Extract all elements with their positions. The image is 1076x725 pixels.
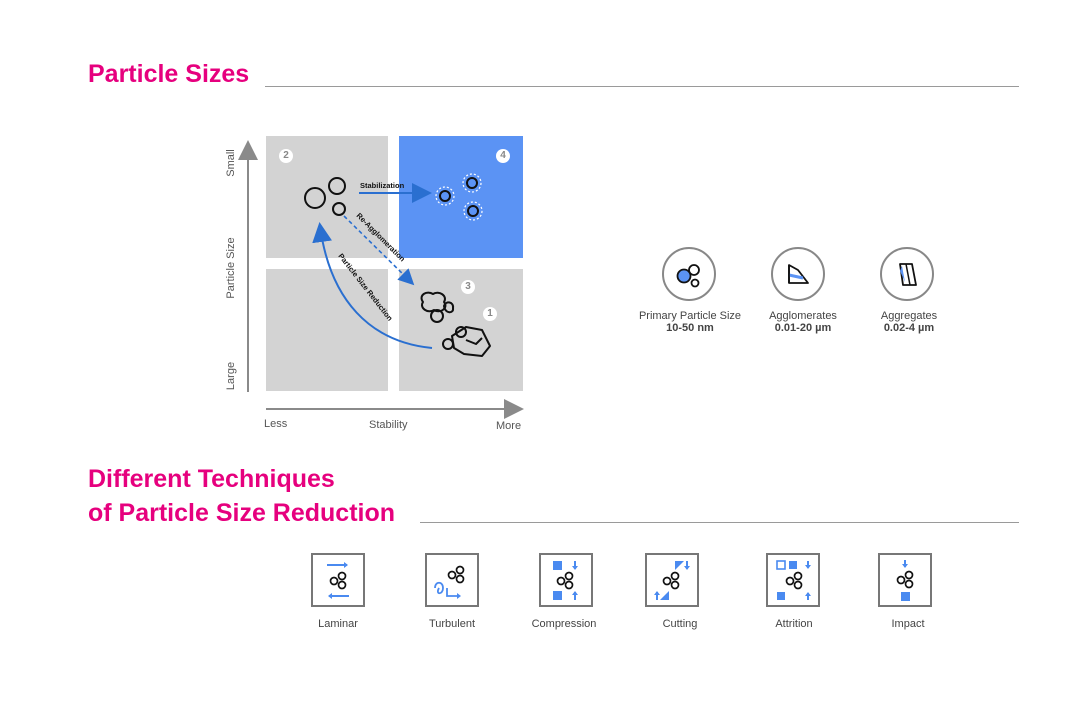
re-agglomeration-label: Re-Agglomeration: [355, 211, 408, 264]
particle-diagram-drawing: Stabilization Re-Agglomeration Particle …: [238, 140, 524, 419]
section-title-particle-sizes: Particle Sizes: [88, 60, 250, 88]
attrition-icon: [766, 553, 820, 607]
y-axis-label-bottom: Large: [225, 361, 237, 391]
particle-medium: [328, 177, 346, 195]
technique-label-compression: Compression: [531, 618, 597, 630]
agglomerate-icon: [771, 247, 825, 301]
technique-label-cutting: Cutting: [662, 618, 698, 630]
quadrant-bottom-left: [266, 269, 388, 391]
aggregates-size: 0.02-4 µm: [883, 322, 935, 334]
technique-label-impact: Impact: [891, 618, 925, 630]
compression-icon: [539, 553, 593, 607]
re-agglomerated-clusters: [420, 291, 455, 323]
aggregates-caption: Aggregates 0.02-4 µm: [862, 310, 956, 334]
aggregate-icon: [880, 247, 934, 301]
quadrant-number-2: 2: [279, 149, 293, 163]
x-axis-label: Stability: [369, 419, 408, 431]
primary-particle-name: Primary Particle Size: [638, 310, 742, 322]
aggregate-cluster: [442, 326, 491, 357]
technique-label-laminar: Laminar: [318, 618, 358, 630]
technique-label-turbulent: Turbulent: [428, 618, 476, 630]
section-divider: [420, 522, 1019, 523]
agglomerates-name: Agglomerates: [769, 310, 837, 322]
particle-large: [304, 187, 326, 209]
cutting-icon: [645, 553, 699, 607]
section-title-techniques-line1: Different Techniques: [88, 465, 335, 493]
stabilization-label: Stabilization: [360, 181, 405, 190]
particle-small: [332, 202, 346, 216]
turbulent-icon: [425, 553, 479, 607]
primary-particle-icon: [662, 247, 716, 301]
x-axis-label-left: Less: [264, 418, 288, 430]
primary-particle-size: 10-50 nm: [666, 322, 714, 334]
quadrant-number-1: 1: [483, 307, 497, 321]
laminar-icon: [311, 553, 365, 607]
y-axis-label-top: Small: [225, 149, 237, 177]
quadrant-number-3: 3: [461, 280, 475, 294]
particle-size-reduction-arrow: [312, 222, 433, 349]
section-title-techniques-line2: of Particle Size Reduction: [88, 499, 396, 527]
primary-particle-caption: Primary Particle Size 10-50 nm: [625, 310, 755, 334]
impact-icon: [878, 553, 932, 607]
stabilized-particles: [435, 173, 483, 221]
quadrant-number-4: 4: [496, 149, 510, 163]
section-divider: [265, 86, 1019, 87]
re-agglomeration-arrow: [343, 215, 415, 286]
agglomerates-size: 0.01-20 µm: [774, 322, 832, 334]
x-axis-label-right: More: [496, 420, 522, 432]
y-axis-label: Particle Size: [225, 237, 237, 299]
technique-label-attrition: Attrition: [775, 618, 813, 630]
agglomerates-caption: Agglomerates 0.01-20 µm: [748, 310, 858, 334]
aggregates-name: Aggregates: [880, 310, 938, 322]
particle-size-reduction-label: Particle Size Reduction: [336, 252, 394, 323]
